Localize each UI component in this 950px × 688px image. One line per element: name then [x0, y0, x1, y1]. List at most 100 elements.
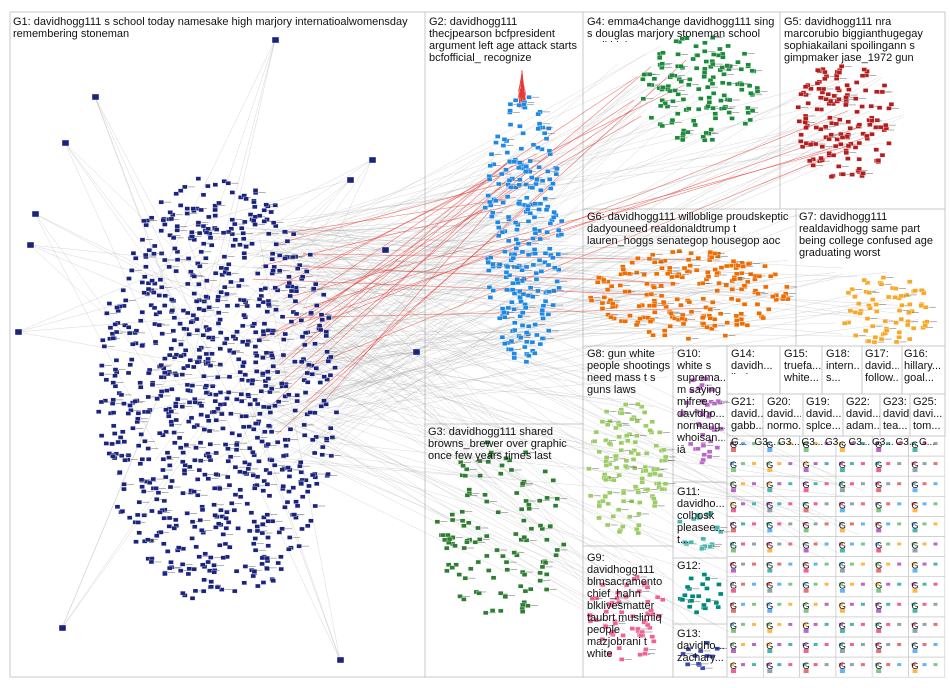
g4-vertex: [702, 138, 708, 143]
small-group-glyph: G: [803, 520, 810, 530]
g1-vertex: [254, 369, 260, 374]
g1-vertex: [292, 359, 298, 364]
g9-vertex: [599, 637, 606, 642]
g1-vertex: [323, 402, 329, 407]
g1-vertex: [194, 360, 201, 365]
g1-vertex: [234, 329, 240, 334]
g2-vertex: [532, 230, 539, 236]
g4-vertex: [701, 70, 708, 75]
network-edge: [255, 253, 836, 476]
g1-vertex: [260, 355, 266, 360]
network-edge-highlight: [304, 147, 852, 369]
g3-vertex: [526, 502, 532, 507]
g8-vertex: [605, 501, 611, 506]
g6-vertex: [680, 312, 686, 318]
g1-vertex: [157, 510, 163, 515]
network-edge: [305, 268, 840, 554]
g1-vertex: [198, 249, 204, 255]
g2-vertex: [538, 269, 545, 274]
g3-vertex: [521, 572, 528, 577]
g7-vertex: [864, 280, 871, 285]
g1-vertex: [264, 309, 270, 314]
g3-vertex: [462, 473, 468, 478]
g2-vertex: [515, 280, 521, 285]
small-group-vertex: [731, 628, 736, 633]
small-group-vertex: [824, 602, 829, 606]
g10-vertex: [708, 425, 715, 431]
g1-vertex: [233, 447, 240, 452]
g1-vertex: [182, 184, 188, 190]
g4-vertex: [710, 61, 716, 67]
g6-vertex: [735, 263, 741, 269]
g1-vertex: [216, 521, 222, 526]
g1-vertex: [282, 331, 288, 337]
g6-vertex: [685, 336, 692, 341]
g1-vertex: [282, 437, 288, 442]
small-group-vertex: [802, 582, 807, 586]
g2-vertex: [511, 307, 517, 312]
small-group-vertex: [777, 582, 782, 586]
g6-vertex: [688, 309, 695, 314]
network-edge-highlight: [279, 265, 680, 284]
small-group-vertex: [731, 468, 736, 473]
g11-vertex: [705, 512, 711, 517]
g5-vertex: [840, 172, 846, 177]
g1-vertex: [198, 207, 204, 213]
g1-vertex: [308, 310, 314, 316]
g5-vertex: [869, 132, 875, 137]
g1-vertex: [259, 439, 265, 444]
g8-vertex: [603, 477, 609, 482]
g1-vertex: [172, 246, 178, 251]
small-group-vertex: [752, 482, 756, 486]
small-group-vertex: [788, 502, 793, 506]
vertex-node: [271, 36, 280, 44]
g1-vertex: [298, 460, 304, 465]
small-group-vertex: [766, 482, 771, 486]
g1-vertex: [247, 402, 253, 407]
g1-vertex: [272, 403, 278, 409]
network-edge: [262, 414, 674, 611]
small-group-glyph: G: [730, 581, 737, 591]
g1-vertex: [213, 392, 219, 397]
small-group-vertex: [886, 582, 891, 586]
network-edge: [247, 241, 601, 371]
g1-vertex: [270, 220, 277, 225]
g9-vertex: [606, 651, 612, 657]
g6-vertex: [772, 272, 778, 277]
g6-vertex: [708, 254, 715, 260]
g1-vertex: [249, 241, 255, 246]
g10-vertex: [706, 454, 713, 459]
network-edge: [327, 162, 550, 327]
g1-vertex: [263, 383, 269, 389]
g9-vertex: [642, 651, 648, 656]
g1-vertex: [229, 431, 235, 436]
g1-vertex: [174, 228, 180, 233]
g4-vertex: [698, 96, 704, 101]
g1-vertex: [200, 333, 206, 338]
g6-vertex: [738, 286, 745, 292]
g6-vertex: [680, 321, 687, 327]
network-edge-highlight: [306, 110, 849, 329]
g2-vertex: [504, 194, 511, 199]
g6-vertex: [617, 283, 624, 288]
g8-vertex: [604, 422, 611, 427]
group-label-g1: G1: davidhogg111 s school today namesake…: [13, 16, 411, 40]
network-edge-highlight: [274, 180, 513, 245]
small-group-glyph: G: [875, 601, 882, 611]
network-edge-highlight: [306, 109, 632, 327]
g1-vertex: [143, 222, 149, 228]
g3-vertex: [445, 562, 452, 567]
small-group-vertex: [730, 622, 734, 626]
g2-vertex: [523, 330, 530, 335]
g5-vertex: [845, 119, 851, 125]
g2-vertex: [505, 305, 512, 311]
g2-vertex: [558, 232, 565, 237]
g11-vertex: [688, 540, 694, 545]
g4-vertex: [711, 52, 717, 57]
g2-vertex: [533, 277, 540, 282]
g1-vertex: [299, 274, 306, 279]
small-group-vertex: [860, 522, 865, 526]
small-group-vertex: [897, 502, 902, 506]
small-group-vertex: [741, 622, 745, 626]
g1-vertex: [243, 414, 249, 419]
